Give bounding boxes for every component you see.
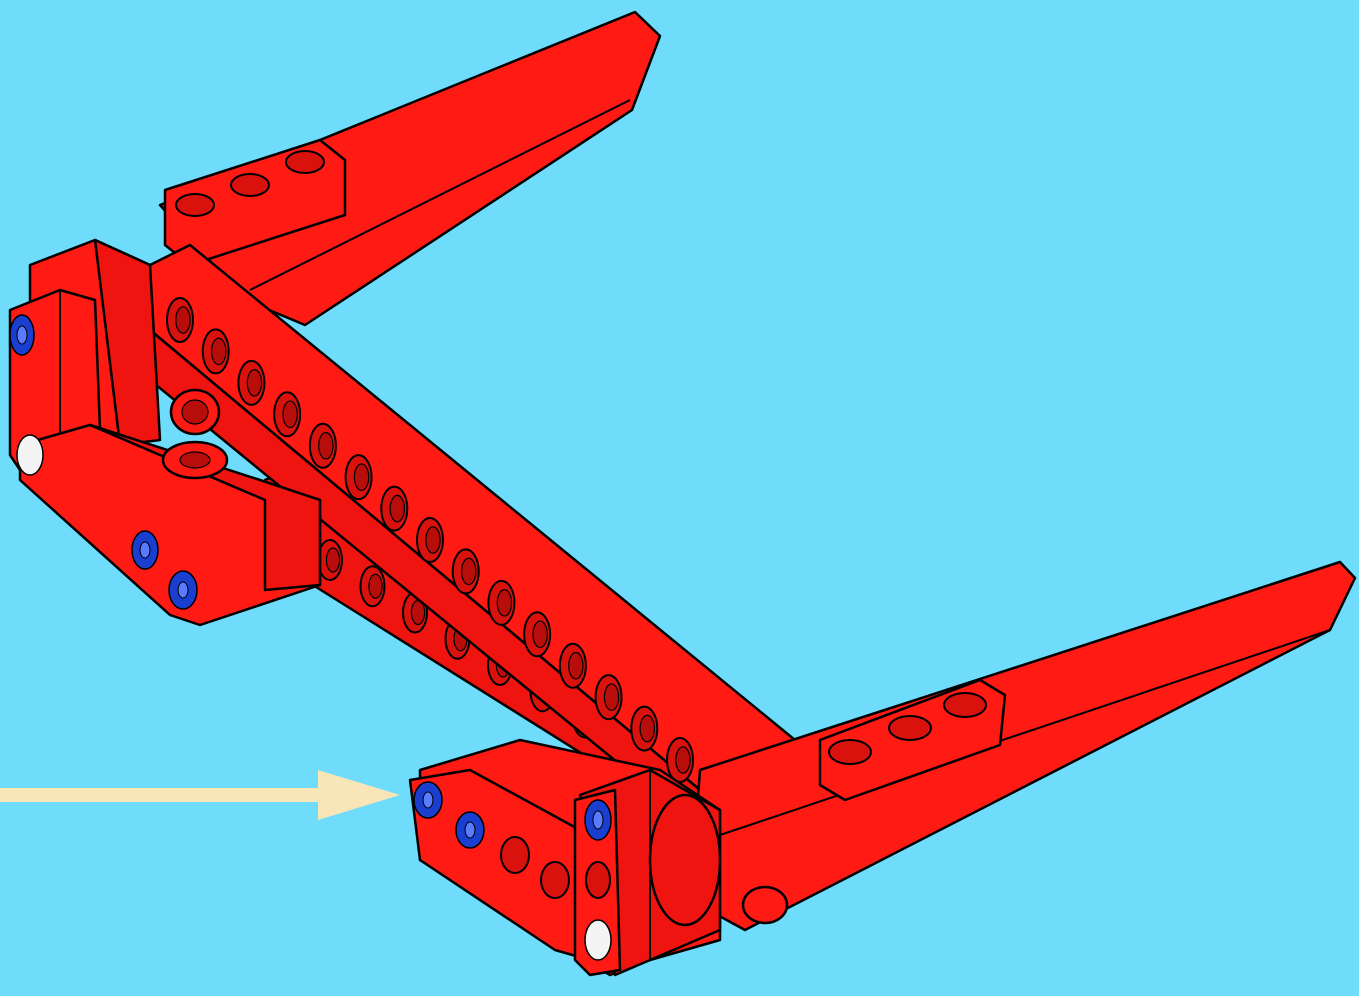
beam-hole-inner [283,401,297,427]
lower-fin-panel [690,562,1355,930]
beam-hole-inner [176,307,190,333]
beam-hole-inner [569,653,583,679]
beam-hole-inner [676,747,690,773]
beam-hole-inner [462,558,476,584]
beam-hole-inner [497,590,511,616]
beam-hole-inner [354,464,368,490]
beam-hole-inner [390,495,404,521]
beam-hole-inner [369,574,382,598]
beam-hole-inner [212,338,226,364]
instruction-arrow [0,770,400,820]
beam-hole-inner [640,715,654,741]
beam-hole-inner [319,433,333,459]
beam-hole-inner [533,621,547,647]
beam-hole-inner [247,370,261,396]
beam-hole-inner [326,548,339,572]
beam-hole-inner [426,527,440,553]
beam-hole-inner [604,684,618,710]
